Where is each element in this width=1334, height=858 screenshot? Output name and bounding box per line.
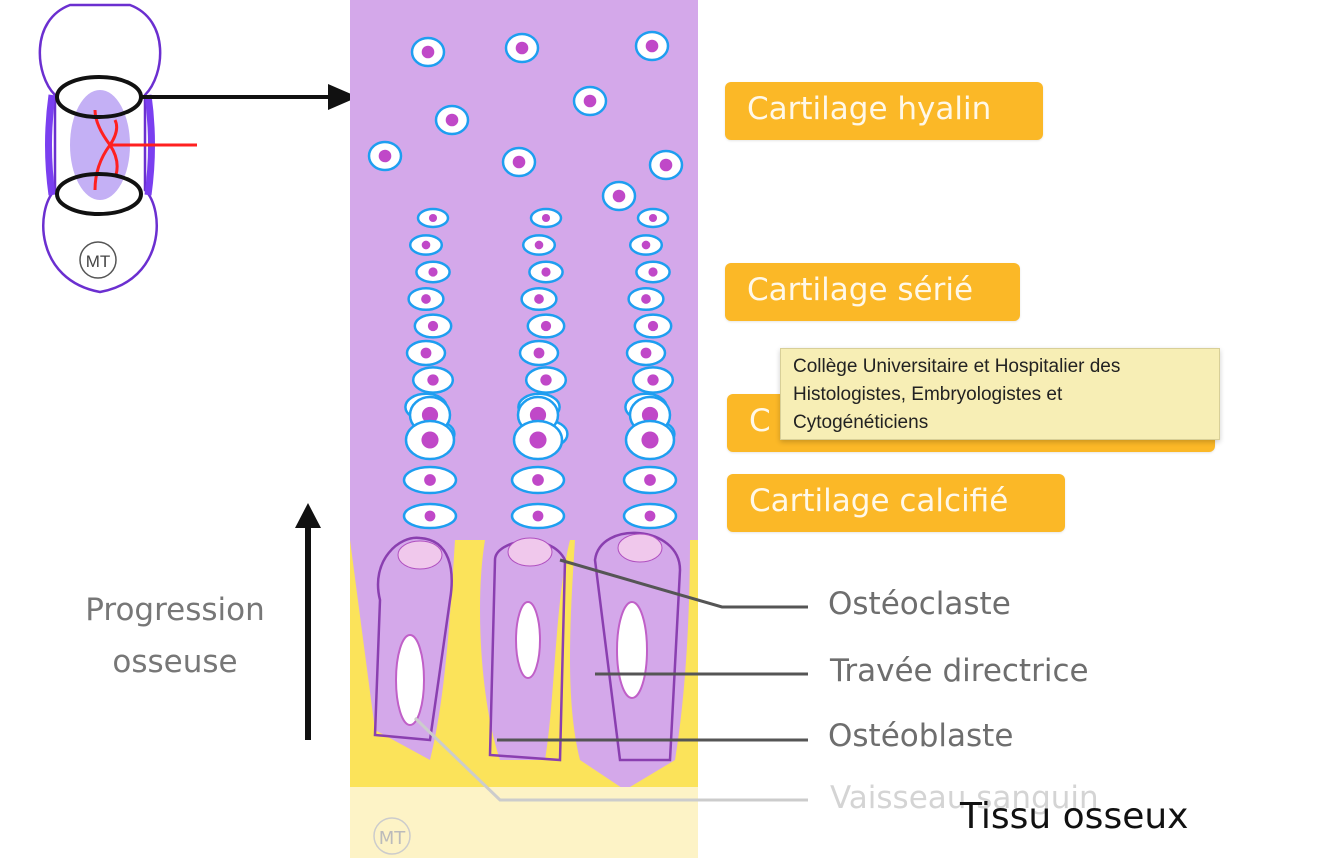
nucleus (640, 347, 652, 359)
tooltip: Collège Universitaire et Hospitalier des… (780, 348, 1220, 440)
nucleus (648, 213, 658, 223)
nucleus (647, 374, 659, 386)
osteoclast (507, 537, 553, 567)
nucleus (428, 213, 438, 223)
progression-line1: Progression (85, 592, 265, 628)
schema-mt-badge: MT (86, 252, 111, 271)
nucleus (641, 406, 659, 424)
nucleus (541, 267, 551, 277)
nucleus (583, 94, 597, 108)
nucleus (427, 374, 439, 386)
bone-tissue (350, 540, 698, 790)
nucleus (529, 431, 547, 449)
bone-schema: MT (38, 3, 358, 294)
progression-line2: osseuse (112, 644, 238, 680)
callout-lines (413, 558, 808, 802)
nucleus (421, 240, 431, 250)
nucleus (529, 406, 547, 424)
nucleus (540, 374, 552, 386)
nucleus (534, 294, 544, 304)
nucleus (641, 294, 651, 304)
zone-tag-cartilage-calcifie: Cartilage calcifié (727, 474, 1065, 532)
callout-osteoclaste: Ostéoclaste (828, 586, 1011, 622)
nucleus (424, 474, 436, 486)
nucleus (533, 347, 545, 359)
blood-vessel (395, 634, 425, 726)
osteoclast (617, 533, 663, 563)
nucleus (648, 267, 658, 277)
nucleus (427, 320, 439, 332)
zone-tag-cartilage-hyalin: Cartilage hyalin (725, 82, 1043, 140)
osteoclast (397, 540, 443, 570)
nucleus (445, 113, 459, 127)
nucleus (647, 320, 659, 332)
panel-mt-badge: MT (379, 828, 407, 849)
nucleus (512, 155, 526, 169)
zone-tag-cartilage-serie: Cartilage sérié (725, 263, 1020, 321)
travee-outline (373, 536, 453, 742)
nucleus (540, 320, 552, 332)
travees (373, 531, 682, 762)
blood-vessel (616, 601, 648, 699)
progression-arrow-icon (295, 503, 321, 528)
nucleus (645, 39, 659, 53)
nucleus (541, 213, 551, 223)
arrow-head-icon (328, 84, 358, 110)
nucleus (421, 294, 431, 304)
nucleus (378, 149, 392, 163)
progression-label: Progression osseuse (55, 584, 295, 688)
travee-outline (593, 531, 682, 762)
nucleus (421, 406, 439, 424)
nucleus (421, 431, 439, 449)
nucleus (644, 474, 656, 486)
chondrocytes (367, 30, 684, 530)
nucleus (421, 45, 435, 59)
nucleus (420, 347, 432, 359)
nucleus (424, 510, 436, 522)
nucleus (612, 189, 626, 203)
nucleus (641, 240, 651, 250)
callout-osteoblaste: Ostéoblaste (828, 718, 1014, 754)
nucleus (428, 267, 438, 277)
nucleus (644, 510, 656, 522)
callout-vaisseau-sanguin: Vaisseau sanguin (830, 780, 1099, 816)
callout-travee-directrice: Travée directrice (830, 653, 1089, 689)
blood-vessel (515, 601, 541, 679)
tooltip-line1: Collège Universitaire et Hospitalier des (793, 356, 1121, 377)
nucleus (532, 474, 544, 486)
tooltip-line3: Cytogénéticiens (793, 412, 929, 433)
tooltip-line2: Histologistes, Embryologistes et (793, 384, 1063, 405)
nucleus (641, 431, 659, 449)
nucleus (515, 41, 529, 55)
nucleus (659, 158, 673, 172)
nucleus (532, 510, 544, 522)
caption: Tissu osseux (960, 796, 1189, 837)
nucleus (534, 240, 544, 250)
